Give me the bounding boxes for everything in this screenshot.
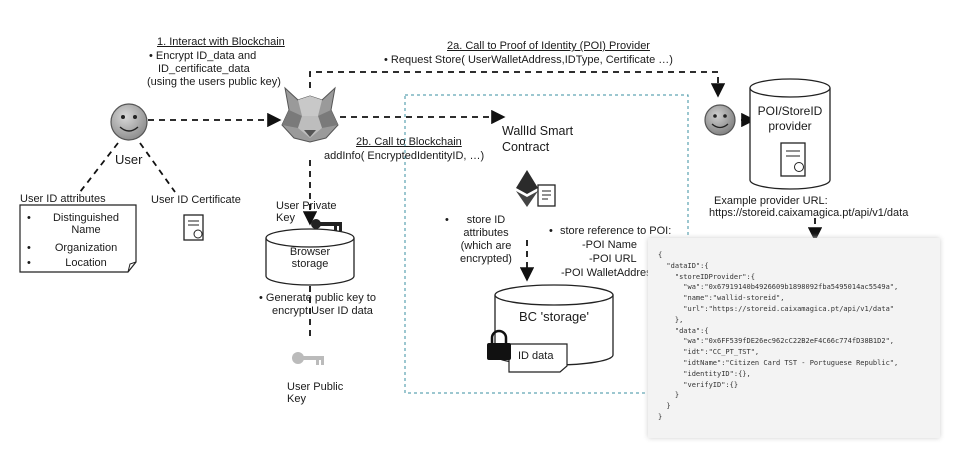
key-icon [311,219,342,231]
public-key-icon [292,352,324,365]
browser-storage-label: Browser storage [289,246,331,270]
store-id-attrs-label: store ID attributes (which are encrypted… [460,214,512,265]
user-label: User [115,152,143,167]
store-ref-1: -POI Name [582,239,638,251]
attr-bullet-1: • [27,212,31,224]
ethereum-icon [516,170,538,207]
poi-face-icon [704,104,736,136]
poi-provider-cylinder [749,78,831,190]
generate-key-line2: encrypt User ID data [272,305,373,317]
poi-certificate-icon [780,142,806,177]
attr-2: Organization [54,242,118,254]
step2a-title: 2a. Call to Proof of Identity (POI) Prov… [447,40,650,52]
step1-line2: ID_certificate_data [158,63,250,75]
step1-line1: • Encrypt ID_data and [149,50,257,62]
json-example-code: { "dataID":{ "storeIDProvider":{ "wa":"0… [658,251,899,421]
step2b-line1: addInfo( EncryptedIdentityID, …) [324,150,485,162]
metamask-fox-icon [281,86,339,143]
user-to-certificate-line [139,142,176,193]
step1-title: 1. Interact with Blockchain [157,36,285,48]
generate-key-line1: • Generate public key to [259,292,376,304]
store-ref-title: store reference to POI: [560,225,672,237]
bc-storage-label: BC 'storage' [519,309,589,324]
step1-line3: (using the users public key) [147,76,281,88]
step2a-line1: • Request Store( UserWalletAddress,IDTyp… [384,54,673,66]
id-data-label: ID data [518,350,554,362]
attr-1: Distinguished Name [52,212,120,236]
certificate-icon [183,214,204,241]
user-face-icon [110,103,148,141]
id-data-note [508,343,568,373]
example-url-title: Example provider URL: [714,195,828,207]
store-ref-bullet: • [549,225,553,237]
wallid-contract-label: WallId Smart Contract [502,124,574,154]
user-public-key-label: User Public Key [287,381,344,405]
contract-document-icon [537,184,556,207]
attributes-note [19,204,137,273]
user-id-attributes-title: User ID attributes [20,193,106,205]
example-url: https://storeid.caixamagica.pt/api/v1/da… [709,207,909,219]
step2b-title: 2b. Call to Blockchain [356,136,462,148]
store-ref-3: -POI WalletAddress [561,267,658,279]
attr-3: Location [65,257,107,269]
poi-provider-label: POI/StoreID provider [757,104,823,133]
lock-icon [487,329,511,360]
attr-bullet-3: • [27,257,31,269]
metamask-to-poi-arrow [309,71,726,98]
user-to-attributes-line [79,142,119,193]
user-private-key-label: User Private Key [276,200,337,224]
browser-storage-cylinder [265,228,355,286]
attr-bullet-2: • [27,242,31,254]
user-id-certificate-label: User ID Certificate [151,194,241,206]
store-ref-2: -POI URL [589,253,637,265]
json-example-panel: { "dataID":{ "storeIDProvider":{ "wa":"0… [648,238,940,438]
store-id-bullet: • [445,214,449,226]
